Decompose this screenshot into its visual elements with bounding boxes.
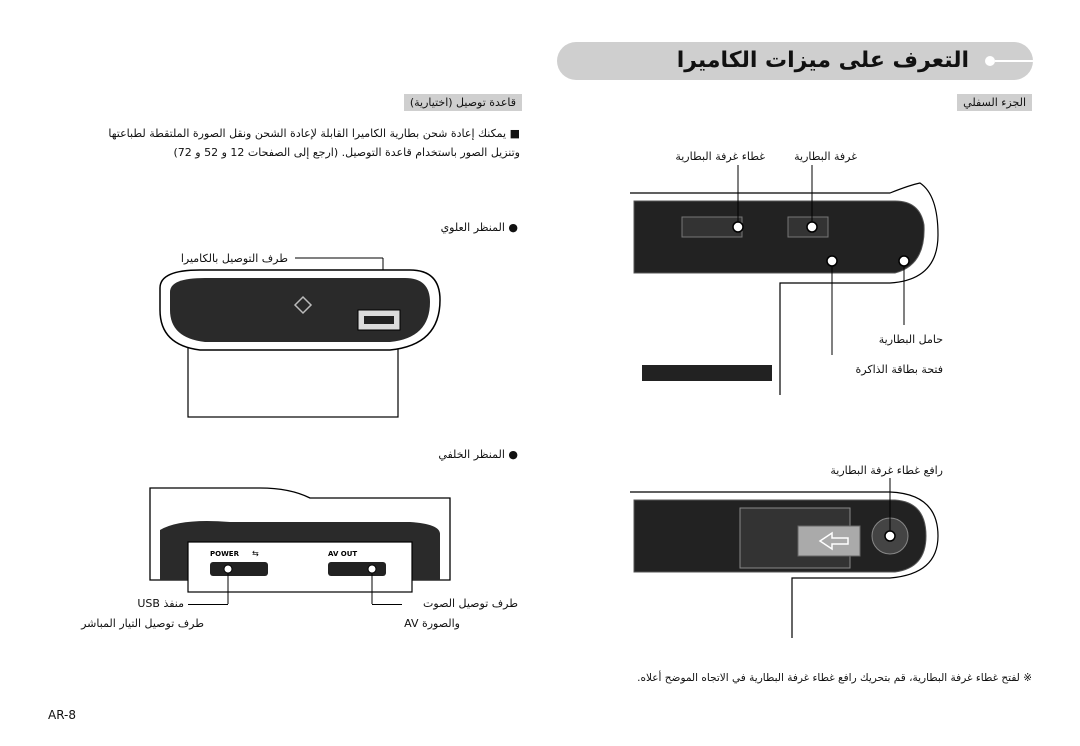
page-number: AR-8 (48, 708, 77, 722)
bullet-dot-icon: ● (504, 448, 518, 461)
camera-connector-pins (364, 316, 394, 324)
camera-bottom-illustration (630, 165, 939, 395)
top-view-label: المنظر العلوي (440, 221, 505, 234)
cradle-description: ■ يمكنك إعادة شحن بطارية الكاميرا القابل… (50, 124, 520, 162)
battery-holder-marker (898, 255, 910, 267)
battery-cover-marker (732, 221, 744, 233)
page-title: التعرف على ميزات الكاميرا (676, 48, 969, 73)
cradle-description-line1: يمكنك إعادة شحن بطارية الكاميرا القابلة … (108, 127, 507, 140)
camera-bottom-surface (633, 200, 925, 274)
usb-port-marker (223, 564, 233, 574)
battery-chamber-label: غرفة البطارية (794, 150, 857, 163)
av-port-label-line1: طرف توصيل الصوت (423, 597, 518, 610)
back-view-label: المنظر الخلفي (438, 448, 505, 461)
usb-dc-port (210, 562, 268, 576)
memory-slot-label: فتحة بطاقة الذاكرة (855, 363, 943, 376)
camera-strap-band (642, 365, 772, 381)
battery-cover-note: ※ لفتح غطاء غرفة البطارية، قم بتحريك راف… (637, 672, 1032, 684)
cradle-top-view-illustration (159, 257, 441, 418)
battery-chamber-marker (806, 221, 818, 233)
cover-lever-marker (884, 530, 896, 542)
usb-port-label-line1: منفذ USB (137, 597, 184, 610)
camera-port-label: طرف التوصيل بالكاميرا (180, 252, 288, 265)
bullet-square-icon: ■ (506, 127, 520, 140)
power-port-label: POWER (210, 550, 240, 558)
bullet-dot-icon: ● (504, 221, 518, 234)
cover-lever-label: رافع غطاء غرفة البطارية (830, 464, 943, 477)
cradle-description-line2: وتنزيل الصور باستخدام قاعدة التوصيل. (ار… (173, 146, 521, 159)
cradle-base (187, 344, 399, 418)
battery-cover-label: غطاء غرفة البطارية (675, 150, 765, 163)
cradle-logo-mark (293, 295, 313, 315)
page-title-bar: التعرف على ميزات الكاميرا (557, 42, 1033, 80)
title-bullet-dot (985, 56, 995, 66)
top-view-heading: ● المنظر العلوي (441, 221, 518, 234)
av-out-port (328, 562, 386, 576)
usb-port-label-line2: طرف توصيل التيار المباشر (81, 617, 204, 630)
title-bullet-line (995, 60, 1033, 62)
arrow-left-icon (818, 531, 849, 551)
memory-slot-marker (826, 255, 838, 267)
usb-leader-h (188, 604, 228, 605)
battery-holder-label: حامل البطارية (878, 333, 943, 346)
av-port-marker (367, 564, 377, 574)
lever-arrow-panel (797, 525, 861, 557)
back-view-heading: ● المنظر الخلفي (438, 448, 518, 461)
cradle-back-view-illustration: POWER ⇆ AV OUT (149, 487, 451, 604)
bottom-section-label: الجزء السفلي (957, 94, 1032, 111)
camera-body-outline (630, 182, 939, 395)
av-port-label-line2: والصورة AV (404, 617, 460, 630)
camera-lever-illustration (630, 478, 939, 638)
usb-symbol-icon: ⇆ (252, 549, 259, 558)
av-leader-h (372, 604, 402, 605)
av-port-label: AV OUT (328, 550, 357, 558)
camera-body-outline-2 (630, 491, 939, 638)
cradle-section-label: قاعدة توصيل (اختيارية) (403, 94, 522, 111)
